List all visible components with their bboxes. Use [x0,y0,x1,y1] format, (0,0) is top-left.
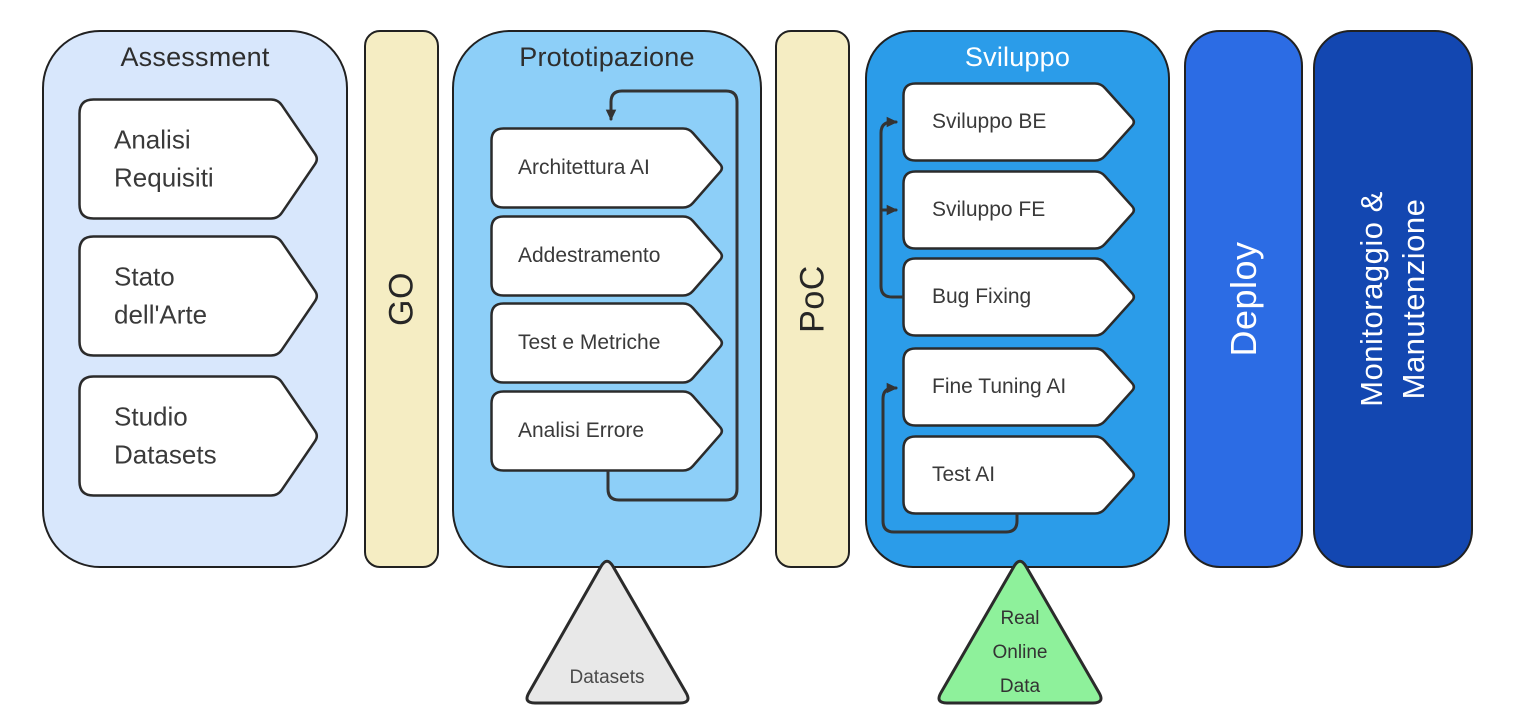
stage-sviluppo-title: Sviluppo [964,42,1071,72]
step-addestramento[interactable]: Addestramento [490,215,725,297]
step-label: Bug Fixing [932,285,1032,308]
real-online-data-label: Real Online Data [992,608,1048,697]
stage-prototipazione-title: Prototipazione [519,42,695,72]
chevron-shape [78,235,319,357]
stage-monitoraggio-manutenzione[interactable]: Monitoraggio & Manutenzione [1313,30,1473,568]
step-label: Stato dell'Arte [114,261,208,329]
step-label: Architettura AI [518,156,650,179]
gate-poc[interactable]: PoC [775,30,850,568]
datasets-triangle-label: Datasets [569,667,645,688]
chevron-shape [902,82,1136,162]
stage-assessment-title: Assessment [120,42,270,72]
step-test-ai[interactable]: Test AI [902,435,1137,515]
step-label: Addestramento [518,244,661,267]
step-stato-dellarte[interactable]: Stato dell'Arte [78,235,320,357]
gate-go-label: GO [382,272,420,326]
step-label: Analisi Requisiti [114,124,214,192]
step-sviluppo-fe[interactable]: Sviluppo FE [902,170,1137,250]
step-sviluppo-be[interactable]: Sviluppo BE [902,82,1137,162]
chevron-shape [78,375,319,497]
chevron-shape [78,98,319,220]
gate-go[interactable]: GO [364,30,439,568]
stage-prototipazione[interactable]: Prototipazione [452,30,762,568]
chevron-shape [902,170,1136,250]
step-analisi-requisiti[interactable]: Analisi Requisiti [78,98,320,220]
stage-deploy-label: Deploy [1222,241,1264,357]
step-analisi-errore[interactable]: Analisi Errore [490,390,725,472]
step-label: Test e Metriche [518,331,661,354]
gate-poc-label: PoC [793,265,831,333]
step-fine-tuning-ai[interactable]: Fine Tuning AI [902,347,1137,427]
step-test-e-metriche[interactable]: Test e Metriche [490,302,725,384]
step-label: Test AI [932,463,996,486]
step-architettura-ai[interactable]: Architettura AI [490,127,725,209]
step-label: Sviluppo FE [932,198,1046,221]
step-label: Fine Tuning AI [932,375,1067,398]
step-bug-fixing[interactable]: Bug Fixing [902,257,1137,337]
chevron-shape [902,257,1136,337]
stage-deploy[interactable]: Deploy [1184,30,1303,568]
step-studio-datasets[interactable]: Studio Datasets [78,375,320,497]
step-label: Analisi Errore [518,419,645,442]
step-label: Sviluppo BE [932,110,1047,133]
step-label: Studio Datasets [114,401,217,469]
stage-monitoraggio-label: Monitoraggio & Manutenzione [1354,191,1431,407]
